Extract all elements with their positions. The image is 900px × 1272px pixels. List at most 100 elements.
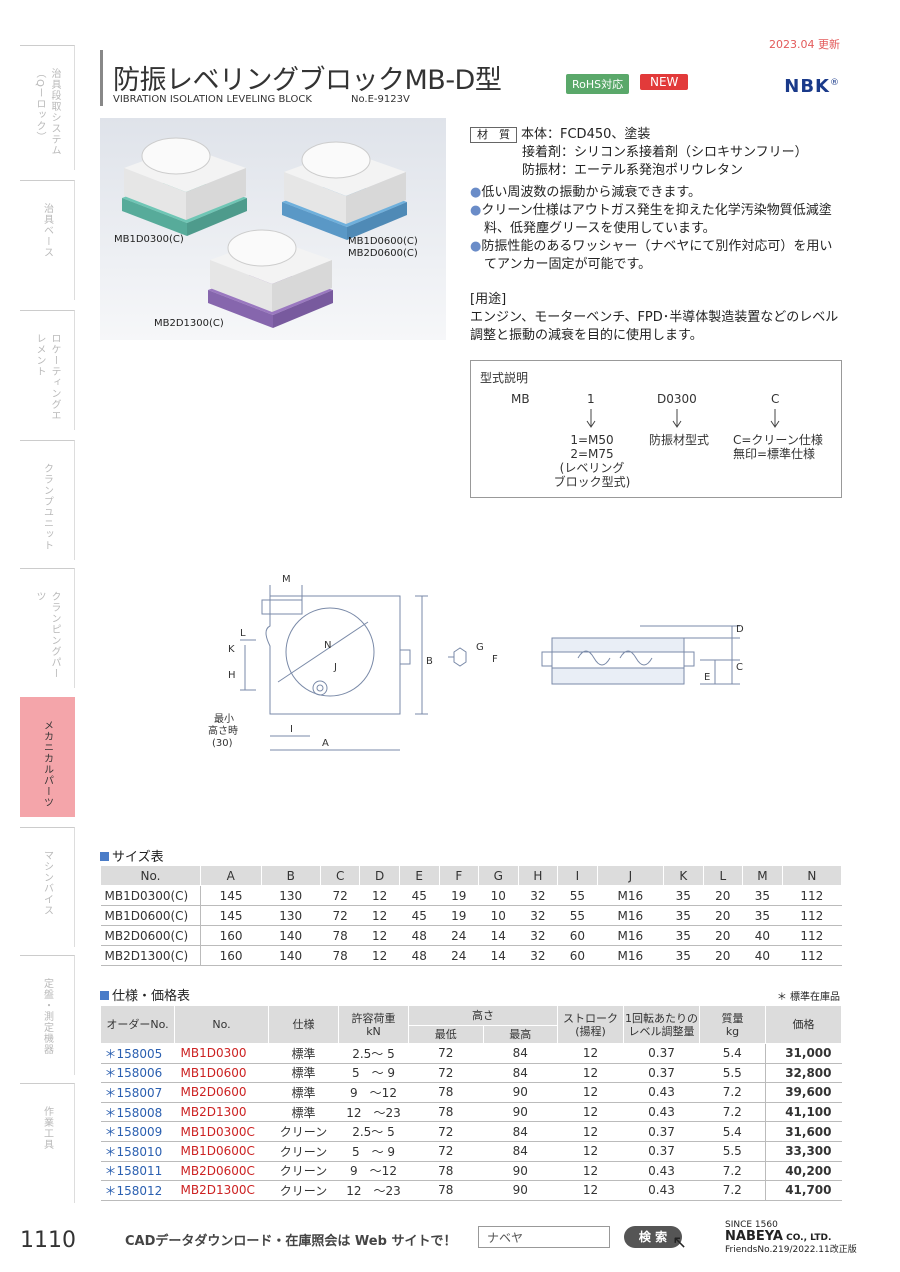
table-cell: 160 bbox=[200, 925, 262, 946]
table-cell: 84 bbox=[483, 1063, 558, 1084]
table-cell: 標準 bbox=[268, 1063, 339, 1084]
table-cell: 55 bbox=[557, 885, 598, 906]
feature-list: ●低い周波数の振動から減衰できます。 ●クリーン仕様はアウトガス発生を抑えた化学… bbox=[470, 184, 842, 274]
col-order: オーダーNo. bbox=[100, 1005, 175, 1044]
size-col-header: D bbox=[359, 865, 400, 886]
dim-e: E bbox=[704, 672, 710, 683]
table-cell: 72 bbox=[408, 1121, 483, 1142]
size-col-header: H bbox=[517, 865, 559, 886]
side-tab-5[interactable]: メカニカルパーツ bbox=[20, 697, 75, 817]
table-cell: 0.37 bbox=[623, 1063, 700, 1084]
size-col-header: C bbox=[319, 865, 361, 886]
table-cell: 35 bbox=[742, 905, 783, 926]
table-cell: ＊158006 bbox=[100, 1063, 175, 1084]
table-cell: 35 bbox=[663, 905, 704, 926]
table-cell: クリーン bbox=[268, 1141, 339, 1162]
dimension-drawing: M L K H N J B I A G F D C E 最小 高さ時 (30) bbox=[208, 574, 744, 751]
dim-h: H bbox=[228, 670, 236, 681]
table-cell: 12 bbox=[359, 905, 400, 926]
table-cell: 112 bbox=[782, 945, 842, 966]
table-cell: 0.37 bbox=[623, 1043, 700, 1064]
side-tab-2[interactable]: ロケーティングエレメント bbox=[20, 310, 75, 430]
dim-i: I bbox=[290, 724, 293, 735]
table-cell: 78 bbox=[408, 1180, 483, 1201]
size-col-header: G bbox=[478, 865, 519, 886]
material-line-3: 防振材：エーテル系発泡ポリウレタン bbox=[522, 163, 744, 178]
cad-download-text: CADデータダウンロード・在庫照会は Web サイトで！ bbox=[125, 1234, 457, 1249]
side-tab-4[interactable]: クランピングパーツ bbox=[20, 568, 75, 688]
table-cell: MB1D0600(C) bbox=[100, 905, 201, 926]
table-cell: 145 bbox=[200, 905, 262, 926]
min-label-2: 高さ時 bbox=[208, 724, 238, 737]
table-cell: 12 ～23 bbox=[338, 1180, 409, 1201]
dim-a: A bbox=[322, 738, 329, 749]
table-cell: 標準 bbox=[268, 1102, 339, 1123]
table-cell: 12 bbox=[557, 1102, 624, 1123]
table-cell: 12 bbox=[557, 1082, 624, 1103]
page-number: 1110 bbox=[20, 1228, 76, 1253]
size-col-header: M bbox=[742, 865, 783, 886]
title-bar: 防振レベリングブロックMB-D型 RoHS対応 NEW VIBRATION IS… bbox=[100, 50, 840, 106]
table-cell: 112 bbox=[782, 885, 842, 906]
material-line-1: 本体：FCD450、塗装 bbox=[521, 127, 651, 142]
technical-drawing: M L K H N J B I A G F D C E 最小 高さ時 (30) bbox=[200, 570, 760, 760]
cursor-icon: ↖ bbox=[672, 1232, 688, 1253]
table-cell: M16 bbox=[597, 885, 664, 906]
table-cell: 9 ～12 bbox=[338, 1161, 409, 1182]
table-cell: 7.2 bbox=[699, 1161, 766, 1182]
side-tab-0[interactable]: 治具段取システム（Qーロック） bbox=[20, 45, 75, 170]
table-cell: 32 bbox=[518, 885, 558, 906]
side-tab-6[interactable]: マシンバイス bbox=[20, 827, 75, 947]
table-cell: 0.43 bbox=[623, 1180, 700, 1201]
table-cell: 160 bbox=[200, 945, 262, 966]
table-cell: 12 bbox=[557, 1161, 624, 1182]
block-teal bbox=[122, 137, 247, 236]
table-cell: 7.2 bbox=[699, 1082, 766, 1103]
price-table-heading: 仕様・価格表 bbox=[100, 985, 190, 1004]
table-cell: 48 bbox=[399, 925, 439, 946]
table-cell: 7.2 bbox=[699, 1180, 766, 1201]
table-cell: 2.5～ 5 bbox=[338, 1043, 409, 1064]
material-label: 材 質 bbox=[470, 127, 517, 143]
table-cell: 90 bbox=[483, 1161, 558, 1182]
table-cell: 2.5～ 5 bbox=[338, 1121, 409, 1142]
side-tab-7[interactable]: 定盤・測定機器 bbox=[20, 955, 75, 1075]
table-cell: 78 bbox=[320, 945, 360, 966]
table-cell: 40,200 bbox=[765, 1161, 842, 1182]
min-label-1: 最小 bbox=[214, 713, 234, 725]
table-cell: 20 bbox=[703, 905, 743, 926]
side-tab-8[interactable]: 作業工具 bbox=[20, 1083, 75, 1203]
rohs-badge: RoHS対応 bbox=[566, 74, 630, 94]
table-cell: 標準 bbox=[268, 1043, 339, 1064]
side-tab-3[interactable]: クランプユニット bbox=[20, 440, 75, 560]
table-cell: ＊158012 bbox=[100, 1180, 175, 1201]
search-button[interactable]: 検 索 bbox=[624, 1226, 682, 1248]
table-cell: 35 bbox=[663, 885, 704, 906]
table-cell: MB1D0600C bbox=[174, 1141, 269, 1162]
table-cell: MB2D0600C bbox=[174, 1161, 269, 1182]
size-col-header: K bbox=[663, 865, 704, 886]
dim-n: N bbox=[324, 640, 331, 651]
table-cell: 72 bbox=[320, 905, 360, 926]
col-spec: 仕様 bbox=[268, 1005, 339, 1044]
table-cell: 55 bbox=[557, 905, 598, 926]
table-cell: 5.4 bbox=[699, 1043, 766, 1064]
table-cell: 78 bbox=[408, 1082, 483, 1103]
friends-no: FriendsNo.219/2022.11改正版 bbox=[725, 1245, 857, 1255]
dim-j: J bbox=[333, 662, 337, 673]
side-tab-1[interactable]: 治具ベース bbox=[20, 180, 75, 300]
block-blue bbox=[282, 141, 407, 240]
table-cell: 0.43 bbox=[623, 1082, 700, 1103]
search-input[interactable] bbox=[478, 1226, 610, 1248]
table-cell: 72 bbox=[408, 1063, 483, 1084]
table-cell: ＊158007 bbox=[100, 1082, 175, 1103]
table-cell: 84 bbox=[483, 1121, 558, 1142]
table-cell: 90 bbox=[483, 1082, 558, 1103]
product-photo: MB1D0300(C) MB1D0600(C) MB2D0600(C) MB2D… bbox=[100, 118, 446, 340]
col-height: 高さ bbox=[408, 1005, 558, 1026]
feature-item: ●クリーン仕様はアウトガス発生を抑えた化学汚染物質低減塗料、低発塵グリースを使用… bbox=[470, 203, 832, 236]
table-cell: 72 bbox=[320, 885, 360, 906]
